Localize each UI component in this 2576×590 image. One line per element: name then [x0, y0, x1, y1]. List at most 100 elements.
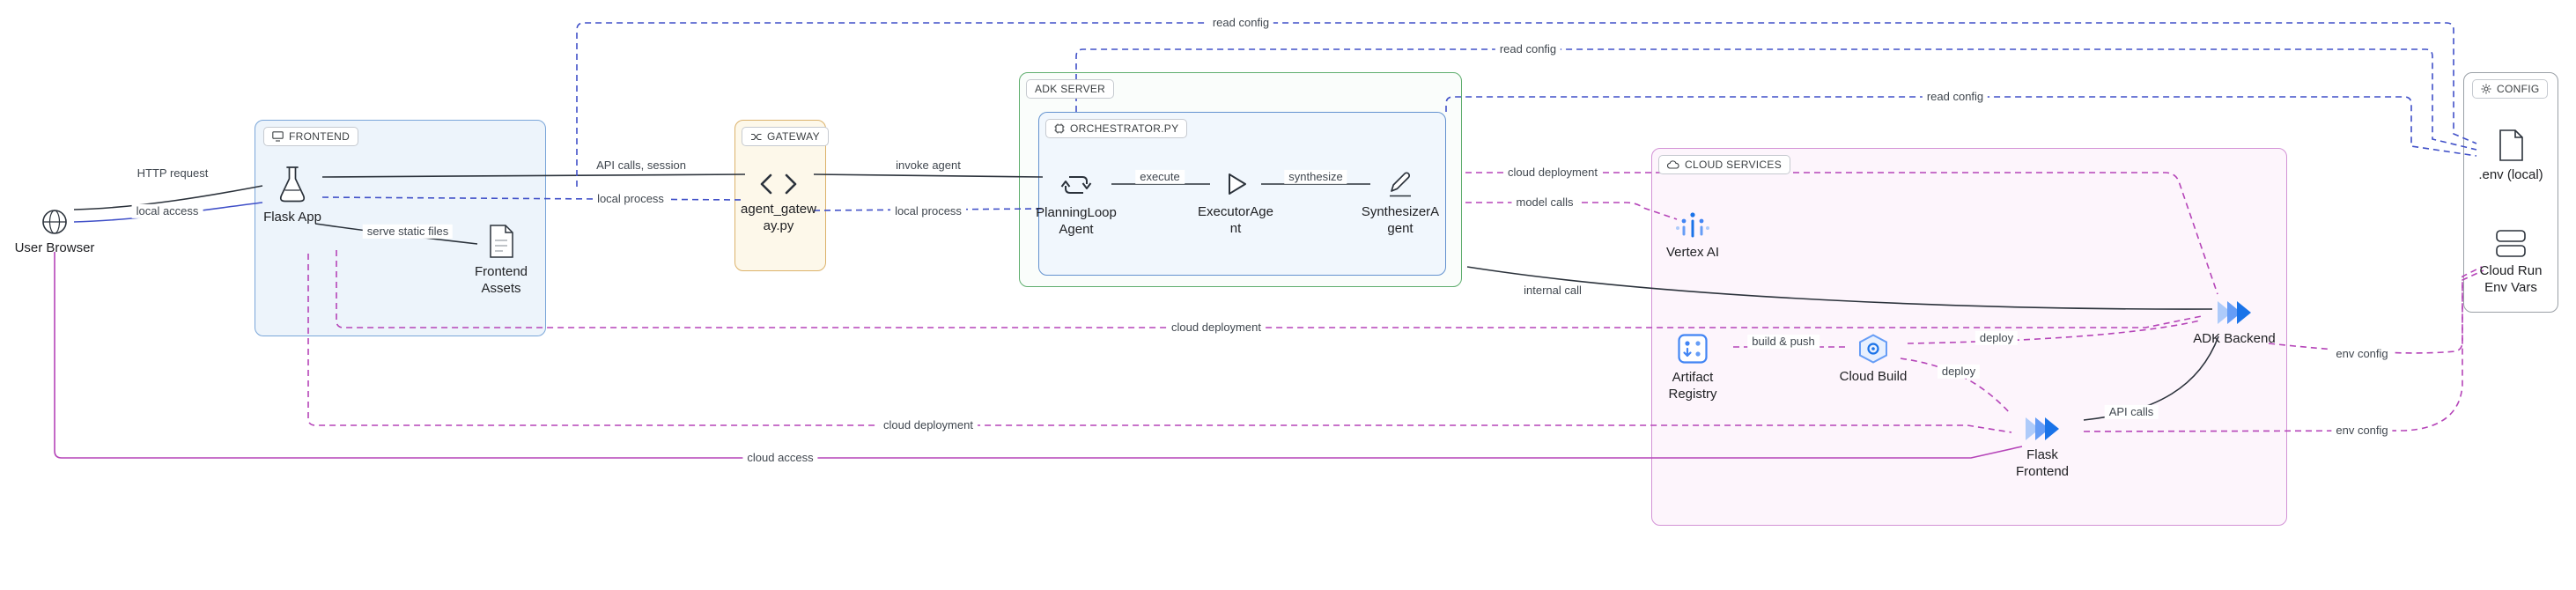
- node-cloud-build: Cloud Build: [1834, 333, 1913, 386]
- cloud-build-icon: [1856, 333, 1891, 365]
- node-cloud-run-env-vars: Cloud Run Env Vars: [2474, 227, 2548, 297]
- edge-label-http-request: HTTP request: [132, 166, 213, 181]
- node-label-env-local: .env (local): [2478, 167, 2543, 182]
- gear-icon: [2481, 84, 2491, 94]
- node-flask-frontend: Flask Frontend: [2011, 415, 2074, 481]
- frontend-group-label: FRONTEND: [289, 130, 351, 143]
- node-executor-agent: ExecutorAgent: [1197, 168, 1274, 238]
- edge-label-local-access: local access: [131, 203, 203, 219]
- node-planning-loop-agent: PlanningLoop Agent: [1032, 169, 1120, 239]
- pencil-icon: [1384, 168, 1417, 200]
- edge-read-config-1: [576, 22, 2477, 187]
- file-icon: [2496, 128, 2526, 163]
- vertex-ai-icon: [1674, 209, 1711, 240]
- play-icon: [1220, 168, 1251, 200]
- node-label-frontend-assets: Frontend Assets: [474, 264, 528, 296]
- node-flask-app: Flask App: [253, 165, 332, 226]
- flask-icon: [275, 165, 310, 205]
- edge-env-config-2: [2083, 269, 2484, 432]
- edge-label-execute: execute: [1135, 169, 1185, 185]
- edge-read-config-3: [1445, 96, 2477, 157]
- edge-cloud-deployment-2: [336, 250, 2203, 328]
- node-frontend-assets: Frontend Assets: [467, 223, 535, 298]
- node-synthesizer-agent: SynthesizerAgent: [1360, 168, 1441, 238]
- node-label-vertex-ai: Vertex AI: [1665, 245, 1720, 260]
- config-group-label: CONFIG: [2497, 83, 2540, 95]
- edge-label-local-process-2: local process: [890, 203, 966, 219]
- config-group: [2463, 72, 2558, 313]
- edge-label-read-config-1: read config: [1207, 15, 1274, 31]
- edge-http-request: [73, 185, 263, 210]
- config-group-badge: CONFIG: [2472, 79, 2549, 99]
- edge-label-cloud-deployment-1: cloud deployment: [1503, 165, 1602, 181]
- edge-label-build-and-push: build & push: [1747, 334, 1819, 350]
- node-vertex-ai: Vertex AI: [1657, 209, 1728, 262]
- node-label-user-browser: User Browser: [14, 240, 95, 255]
- node-label-cloud-run-env-vars: Cloud Run Env Vars: [2479, 263, 2543, 295]
- node-agent-gateway: agent_gateway.py: [738, 171, 819, 235]
- edge-label-synthesize: synthesize: [1284, 169, 1347, 185]
- edge-label-cloud-deployment-2: cloud deployment: [1167, 320, 1266, 336]
- edge-label-env-config-2: env config: [2331, 423, 2393, 439]
- edge-model-calls: [1465, 202, 1678, 220]
- run-chevrons-icon: [2215, 299, 2254, 327]
- chip-icon: [1054, 123, 1065, 134]
- edge-internal-call: [1466, 266, 2213, 310]
- node-label-adk-backend: ADK Backend: [2193, 331, 2276, 346]
- edge-read-config-2: [1075, 48, 2477, 151]
- node-label-cloud-build: Cloud Build: [1839, 369, 1908, 384]
- node-adk-backend: ADK Backend: [2190, 299, 2278, 348]
- edge-label-read-config-3: read config: [1922, 89, 1989, 105]
- cloud-services-group-label: CLOUD SERVICES: [1685, 159, 1783, 171]
- edge-env-config-1: [2268, 266, 2483, 354]
- edge-local-process-2: [813, 208, 1044, 211]
- cloud-services-group-badge: CLOUD SERVICES: [1658, 155, 1791, 174]
- edge-cloud-deployment-1: [1465, 172, 2218, 295]
- edge-label-api-calls-session: API calls, session: [592, 158, 690, 173]
- node-label-flask-frontend: Flask Frontend: [2015, 447, 2070, 479]
- orchestrator-group-badge: ORCHESTRATOR.PY: [1045, 119, 1188, 138]
- edge-cloud-access: [54, 252, 2023, 459]
- env-vars-icon: [2494, 227, 2528, 259]
- edge-label-deploy-2: deploy: [1937, 364, 1981, 380]
- node-label-planning-loop-agent: PlanningLoop Agent: [1036, 205, 1117, 237]
- edge-label-invoke-agent: invoke agent: [891, 158, 965, 173]
- adk-server-group-badge: ADK SERVER: [1026, 79, 1115, 99]
- artifact-registry-icon: [1676, 332, 1709, 365]
- node-label-artifact-registry: Artifact Registry: [1668, 370, 1717, 402]
- loop-icon: [1059, 169, 1094, 201]
- browser-globe-icon: [39, 208, 70, 236]
- shuffle-icon: [750, 132, 762, 142]
- edge-label-cloud-deployment-3: cloud deployment: [879, 417, 978, 433]
- edge-label-cloud-access: cloud access: [742, 450, 818, 466]
- edge-label-internal-call: internal call: [1519, 283, 1586, 299]
- node-label-synthesizer-agent: SynthesizerAgent: [1361, 204, 1440, 236]
- frontend-group-badge: FRONTEND: [263, 127, 359, 146]
- node-env-local: .env (local): [2470, 128, 2551, 184]
- node-label-agent-gateway: agent_gateway.py: [741, 202, 816, 233]
- files-icon: [485, 223, 517, 260]
- orchestrator-group-label: ORCHESTRATOR.PY: [1070, 122, 1179, 135]
- adk-server-group-label: ADK SERVER: [1035, 83, 1106, 95]
- edge-api-calls-session: [321, 173, 746, 178]
- edge-label-serve-static-files: serve static files: [362, 224, 454, 240]
- run-chevrons-icon: [2023, 415, 2062, 443]
- edge-deploy-1: [1907, 320, 2201, 344]
- edge-label-read-config-2: read config: [1495, 41, 1561, 57]
- node-user-browser: User Browser: [6, 208, 103, 257]
- edge-cloud-deployment-3: [307, 254, 2012, 433]
- code-brackets-icon: [758, 171, 799, 197]
- edge-label-env-config-1: env config: [2331, 346, 2393, 362]
- edge-label-deploy-1: deploy: [1974, 330, 2019, 346]
- edge-invoke-agent: [813, 173, 1044, 178]
- node-label-flask-app: Flask App: [263, 210, 321, 225]
- cloud-icon: [1667, 160, 1679, 169]
- edge-label-api-calls: API calls: [2104, 404, 2159, 420]
- monitor-icon: [272, 131, 284, 142]
- edge-local-process-1: [321, 196, 746, 201]
- node-label-executor-agent: ExecutorAgent: [1198, 204, 1273, 236]
- edge-label-model-calls: model calls: [1511, 195, 1578, 210]
- edge-label-local-process-1: local process: [593, 191, 668, 207]
